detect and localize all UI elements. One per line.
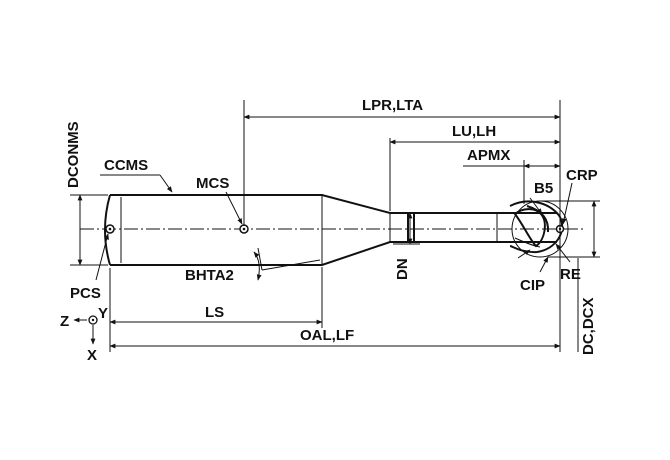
lpr-lta-label: LPR,LTA (362, 97, 423, 114)
b5-label: B5 (534, 180, 553, 197)
oal-lf-label: OAL,LF (300, 327, 354, 344)
flute-3 (514, 237, 541, 248)
apmx-label: APMX (467, 147, 510, 164)
ball-head-outline (509, 200, 564, 254)
mcs-label: MCS (196, 175, 229, 192)
pcs-marker (105, 224, 115, 234)
cip-leader (539, 256, 549, 273)
bhta2-arc-ref (257, 247, 263, 271)
flute-1 (513, 208, 546, 248)
pcs-leader (95, 233, 109, 281)
bhta2-ext-line (261, 259, 321, 271)
bhta2-label: BHTA2 (185, 267, 234, 284)
mcs-leader (225, 191, 243, 225)
ccms-label: CCMS (104, 157, 148, 174)
y-axis-label: Y (98, 305, 108, 322)
z-axis-label: Z (60, 313, 69, 330)
bhta2-angle-arc (253, 251, 262, 281)
ls-label: LS (205, 304, 224, 321)
shank-top-edge (110, 194, 557, 214)
dc-dcx-label: DC,DCX (580, 297, 597, 355)
dn-label: DN (394, 258, 411, 280)
ccms-leader (159, 174, 173, 193)
tool-outline (104, 194, 557, 266)
crp-label: CRP (566, 167, 598, 184)
dconms-label: DCONMS (65, 121, 82, 188)
shank-bottom-edge (110, 241, 557, 266)
cip-label: CIP (520, 277, 545, 294)
re-leader (555, 243, 571, 263)
re-label: RE (560, 266, 581, 283)
x-axis-label: X (87, 347, 97, 364)
cip-leader-2 (517, 249, 531, 259)
b5-leader (529, 197, 543, 215)
crp-leader (561, 182, 573, 225)
axes-symbol: Z Y X (60, 305, 108, 364)
pcs-label: PCS (70, 285, 101, 302)
mcs-marker (239, 224, 249, 234)
shank-back-end (104, 194, 111, 266)
lu-lh-label: LU,LH (452, 123, 496, 140)
